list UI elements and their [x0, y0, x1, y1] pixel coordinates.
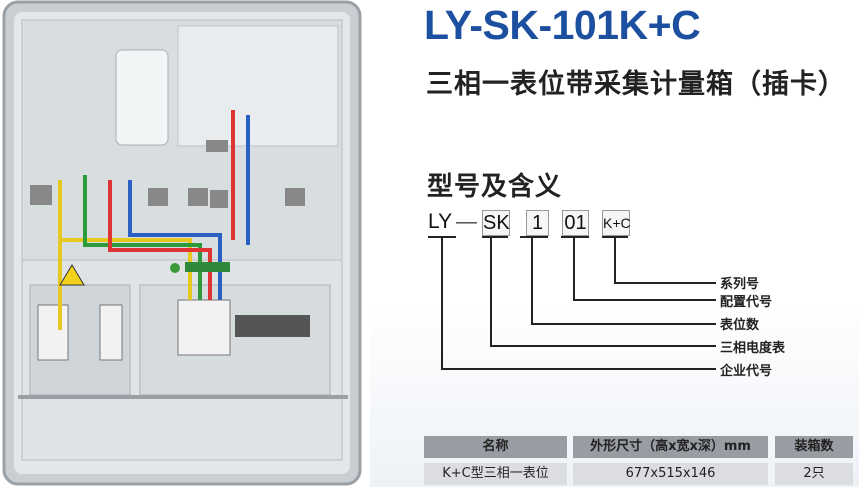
- code-prefix: LY: [428, 210, 453, 233]
- connector-line: [490, 345, 716, 347]
- table-cell-packing: 2只: [775, 463, 853, 485]
- underline: [482, 236, 508, 238]
- model-meaning-heading: 型号及含义: [427, 172, 563, 202]
- product-title: LY-SK-101K+C: [424, 2, 701, 48]
- table-cell-dimensions: 677x515x146: [573, 463, 768, 485]
- table-header-dimensions: 外形尺寸（高x宽x深）mm: [573, 436, 768, 458]
- meter-box-photo: [2, 0, 362, 486]
- table-header-packing: 装箱数: [775, 436, 853, 458]
- code-box-config: 01: [562, 210, 589, 236]
- code-box-series-type: SK: [482, 210, 510, 236]
- connector-line: [573, 299, 716, 301]
- connector-line: [614, 236, 616, 283]
- product-subtitle: 三相一表位带采集计量箱（插卡）: [426, 69, 846, 100]
- label-series: 系列号: [720, 277, 760, 292]
- connector-line: [441, 236, 443, 369]
- code-box-series: K+C: [602, 210, 631, 236]
- connector-line: [531, 236, 533, 324]
- label-config-code: 配置代号: [720, 295, 773, 310]
- connector-line: [490, 236, 492, 346]
- table-cell-name: K+C型三相一表位: [424, 463, 567, 485]
- underline: [561, 236, 589, 238]
- connector-line: [573, 236, 575, 300]
- connector-line: [614, 282, 716, 284]
- code-box-position-count: 1: [526, 210, 549, 236]
- background-gradient: [370, 300, 859, 487]
- underline: [520, 236, 548, 238]
- label-three-phase-meter: 三相电度表: [720, 341, 786, 356]
- connector-line: [441, 368, 716, 370]
- label-company-code: 企业代号: [720, 364, 773, 379]
- label-position-count: 表位数: [720, 318, 760, 333]
- connector-line: [531, 323, 716, 325]
- code-dash: —: [456, 210, 477, 233]
- table-header-name: 名称: [424, 436, 567, 458]
